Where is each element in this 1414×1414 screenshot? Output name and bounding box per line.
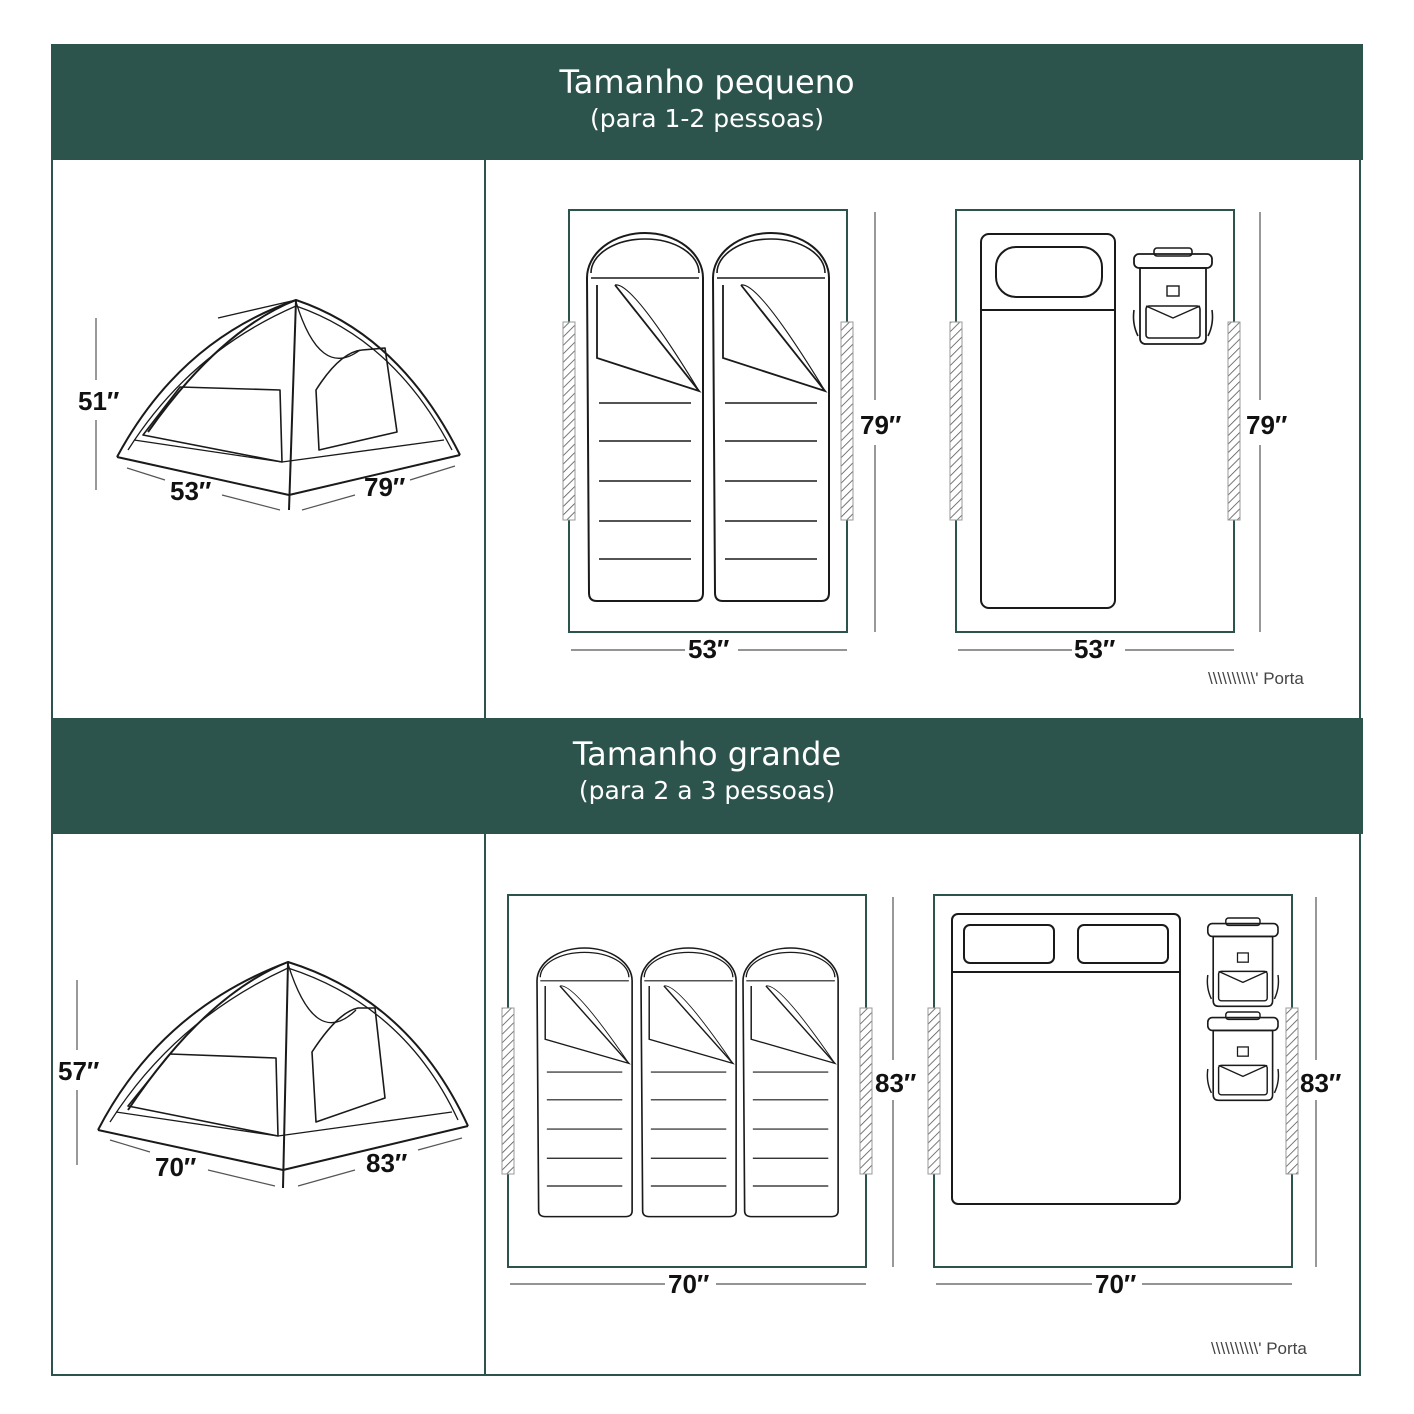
column-divider-large <box>484 834 486 1376</box>
door-legend: \\\\\\\\\\' Porta <box>1211 1339 1307 1358</box>
tent-height-label: 51″ <box>78 386 119 416</box>
floor-length-label: 79″ <box>860 410 901 440</box>
tent-width-label: 70″ <box>155 1152 196 1182</box>
floor-length-label: 83″ <box>1300 1068 1341 1098</box>
door-hatch-icon <box>562 321 576 521</box>
floor-outline <box>933 894 1293 1268</box>
pillow-icon <box>995 246 1103 298</box>
sleeping-bag-icon <box>640 947 737 1218</box>
section-header-large: Tamanho grande (para 2 a 3 pessoas) <box>51 718 1363 834</box>
door-hatch-icon <box>501 1007 515 1175</box>
floor-width-label: 53″ <box>688 634 729 664</box>
sleeping-bag-icon <box>586 232 704 602</box>
section-header-small: Tamanho pequeno (para 1-2 pessoas) <box>51 44 1363 160</box>
backpack-icon <box>1206 1011 1280 1102</box>
floor-outline <box>568 209 848 633</box>
mattress-icon <box>951 913 1181 1205</box>
sleeping-bag-icon <box>712 232 830 602</box>
tent-length-label: 83″ <box>366 1148 407 1178</box>
floor-width-label: 53″ <box>1074 634 1115 664</box>
tent-width-label: 53″ <box>170 476 211 506</box>
door-hatch-icon <box>1285 1007 1299 1175</box>
tent-dimension-lines <box>95 318 456 511</box>
backpack-icon <box>1132 247 1214 345</box>
tent-icon <box>97 961 469 1189</box>
pillow-icon <box>963 924 1055 964</box>
door-hatch-icon <box>927 1007 941 1175</box>
section-subtitle-small: (para 1-2 pessoas) <box>590 104 824 133</box>
floor-outline <box>955 209 1235 633</box>
section-title-small: Tamanho pequeno <box>559 63 855 101</box>
column-divider-small <box>484 160 486 718</box>
floor-width-label: 70″ <box>1095 1269 1136 1299</box>
section-title-large: Tamanho grande <box>572 735 842 773</box>
floor-length-label: 83″ <box>875 1068 916 1098</box>
door-hatch-icon <box>840 321 854 521</box>
floor-width-label: 70″ <box>668 1269 709 1299</box>
tent-height-label: 57″ <box>58 1056 99 1086</box>
door-legend: \\\\\\\\\\' Porta <box>1208 669 1304 688</box>
door-hatch-icon <box>859 1007 873 1175</box>
backpack-icon <box>1206 917 1280 1008</box>
tent-icon <box>116 299 461 511</box>
mattress-icon <box>980 233 1116 609</box>
sleeping-bag-icon <box>742 947 839 1218</box>
pillow-icon <box>1077 924 1169 964</box>
sleeping-bag-icon <box>536 947 633 1218</box>
section-subtitle-large: (para 2 a 3 pessoas) <box>578 776 836 805</box>
tent-length-label: 79″ <box>364 472 405 502</box>
door-hatch-icon <box>1227 321 1241 521</box>
door-hatch-icon <box>949 321 963 521</box>
floor-length-label: 79″ <box>1246 410 1287 440</box>
